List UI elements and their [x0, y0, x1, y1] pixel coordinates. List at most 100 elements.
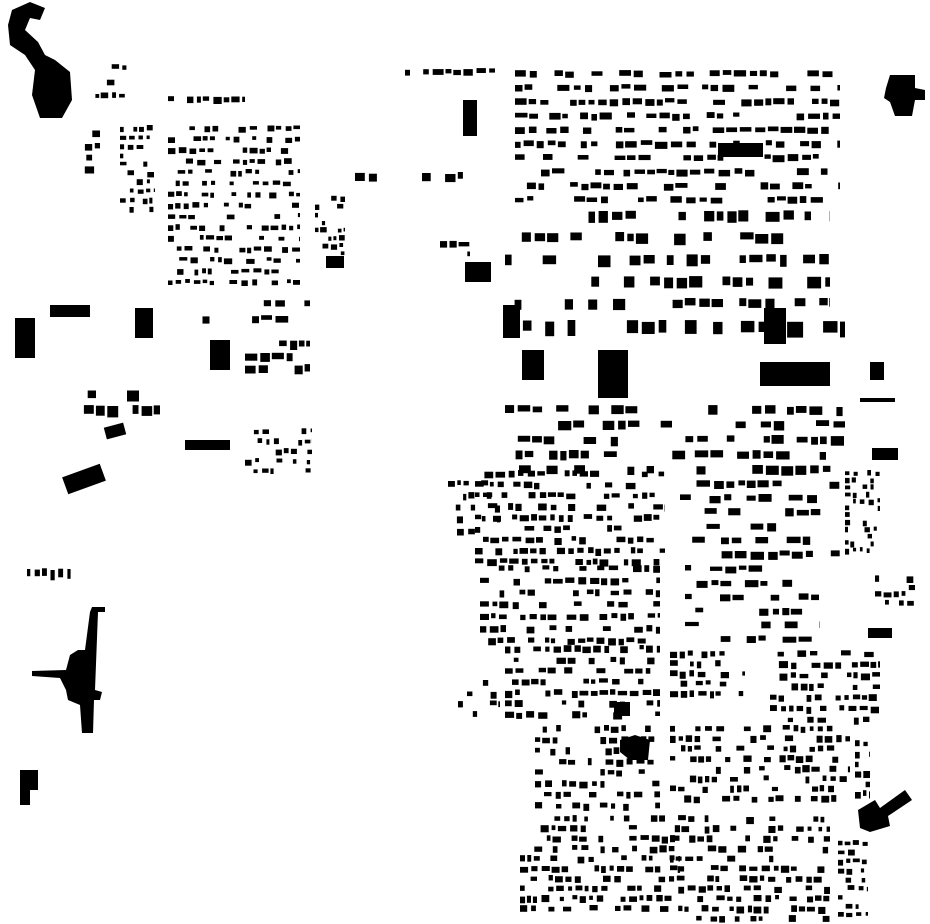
building [487, 559, 497, 567]
building [556, 547, 565, 555]
building [684, 298, 696, 306]
building [591, 141, 598, 147]
building [603, 493, 610, 499]
building [875, 591, 882, 597]
building [301, 428, 307, 435]
building [223, 258, 233, 265]
building [582, 712, 587, 718]
building [600, 769, 605, 776]
building [604, 725, 609, 731]
building [520, 905, 528, 912]
building [569, 781, 577, 787]
building [727, 855, 736, 862]
building [639, 895, 644, 901]
building [189, 126, 195, 131]
building [580, 112, 588, 120]
building [628, 503, 634, 509]
building [275, 125, 282, 130]
building [278, 236, 285, 241]
building [547, 667, 556, 674]
building [497, 517, 500, 523]
building [600, 846, 605, 854]
building [545, 690, 551, 697]
building [245, 365, 256, 374]
building [732, 277, 743, 287]
building [518, 470, 524, 476]
building [554, 816, 561, 821]
building [852, 840, 859, 845]
building [807, 127, 818, 134]
building [560, 126, 569, 133]
building [791, 551, 803, 559]
building [233, 159, 240, 164]
building [190, 257, 198, 264]
building [552, 737, 558, 744]
building [734, 168, 743, 174]
building [205, 235, 215, 240]
building [463, 480, 469, 486]
building [780, 254, 787, 267]
building [223, 97, 230, 103]
building [203, 202, 208, 208]
building [95, 94, 100, 98]
building [609, 737, 618, 744]
building [570, 825, 578, 832]
building [260, 353, 270, 362]
building [119, 93, 125, 98]
building [680, 691, 688, 698]
building [653, 559, 660, 566]
building [247, 247, 252, 254]
building [768, 876, 776, 882]
building [535, 769, 543, 775]
building [568, 759, 576, 765]
building [543, 154, 553, 160]
building [565, 747, 570, 755]
building [878, 661, 880, 668]
building [355, 172, 365, 181]
building [515, 503, 522, 511]
building [739, 127, 752, 132]
building [787, 717, 793, 723]
building [646, 895, 653, 901]
building [525, 537, 535, 544]
building [861, 695, 868, 700]
building [129, 207, 134, 213]
building [640, 736, 647, 741]
building [625, 406, 638, 414]
building [545, 780, 552, 787]
building [798, 636, 812, 642]
building [266, 137, 273, 143]
building [168, 225, 174, 231]
building [298, 440, 303, 446]
building [127, 144, 134, 150]
building [769, 855, 774, 863]
building [512, 514, 518, 520]
building [168, 148, 176, 155]
building [168, 280, 173, 285]
building [541, 169, 550, 177]
building [275, 449, 282, 456]
building [812, 786, 819, 792]
building [623, 276, 635, 288]
building [709, 496, 721, 504]
building [731, 537, 742, 544]
building [583, 678, 589, 684]
building [746, 480, 756, 488]
building [853, 498, 856, 504]
building [649, 846, 658, 854]
building [553, 646, 561, 653]
building [86, 154, 93, 161]
building [176, 191, 182, 196]
building-block [185, 440, 230, 450]
building [636, 758, 645, 764]
building [138, 135, 143, 140]
building [515, 668, 524, 673]
building [255, 169, 260, 174]
building [846, 868, 853, 875]
building [800, 683, 808, 691]
building [758, 321, 772, 332]
building [226, 214, 235, 220]
building [763, 725, 772, 733]
building [848, 849, 855, 856]
building-block [764, 308, 786, 344]
